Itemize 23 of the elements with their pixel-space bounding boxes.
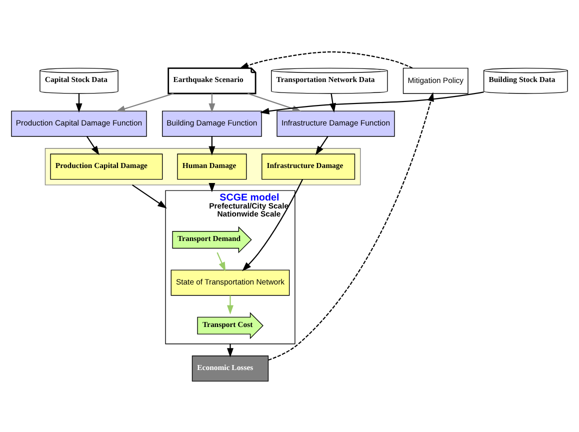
arrow	[268, 92, 434, 360]
node-box: State of Transportation Network	[170, 269, 290, 296]
arrow	[76, 93, 82, 112]
arrow	[86, 136, 100, 155]
arrow	[116, 92, 174, 112]
arrow	[239, 50, 413, 68]
node-box: Infrastructure Damage Function	[276, 110, 395, 136]
arrow	[208, 136, 216, 156]
node-box: Economic Losses	[192, 355, 269, 382]
node-box: Mitigation Policy	[402, 67, 468, 94]
arrow	[315, 136, 328, 155]
cluster	[44, 148, 361, 185]
arrow	[226, 343, 234, 357]
node-box: Production Capital Damage Function	[11, 110, 147, 136]
node-box: Building Damage Function	[162, 110, 262, 136]
arrow	[132, 184, 167, 208]
arrow	[226, 294, 234, 314]
arrow	[216, 252, 226, 271]
node-box: Production Capital Damage	[50, 153, 163, 180]
arrow	[242, 178, 303, 271]
node-box: Infrastructure Damage	[262, 153, 356, 180]
node-box: Human Damage	[177, 153, 247, 180]
arrow	[208, 93, 216, 112]
